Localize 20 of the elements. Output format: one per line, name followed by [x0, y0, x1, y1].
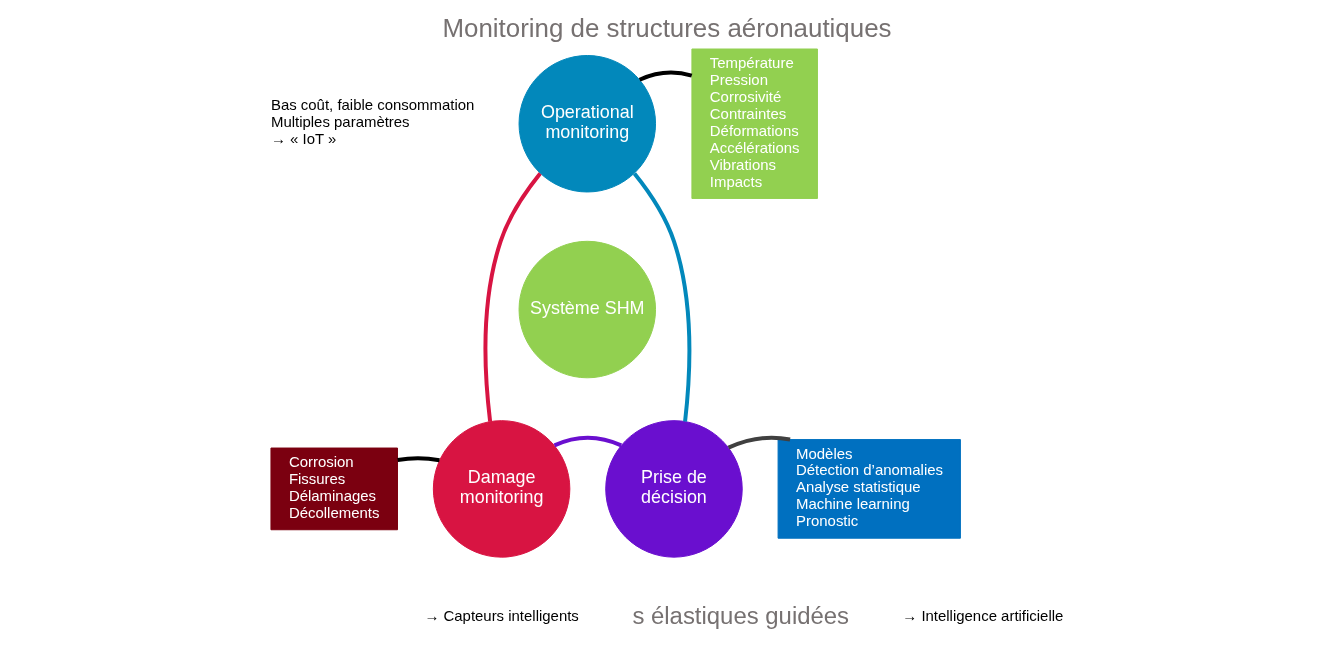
- node-circle: Système SHM: [518, 240, 657, 379]
- node-label: Bas coût, faible consommation: [270, 96, 475, 114]
- connector: [727, 435, 791, 450]
- node-box: Corrosion Fissures Délaminages Décollements: [270, 447, 398, 531]
- connector: [553, 435, 622, 448]
- diagram-title: Monitoring de structures aéronautiques: [442, 13, 892, 42]
- node-circle: Prise de décision: [605, 420, 743, 558]
- node-circle: Operational monitoring: [518, 55, 657, 193]
- label: s élastiques guidées: [632, 602, 850, 630]
- node-box: Température Pression Corrosivité Contraintes Déformations Accélérations Vibrations Impacts: [691, 48, 818, 199]
- node-label: → « IoT »: [270, 130, 337, 148]
- connector: [638, 70, 693, 82]
- node-box: Modèles Détection d’anomalies Analyse statistique Machine learning Pronostic: [777, 439, 961, 539]
- node-label: → Capteurs intelligents: [424, 607, 579, 625]
- connector: [397, 456, 440, 463]
- node-label: Multiples paramètres: [270, 113, 410, 131]
- connector: [483, 172, 542, 422]
- label: → Intelligence artificielle: [902, 607, 1064, 625]
- node-circle: Damage monitoring: [432, 420, 571, 558]
- connector: [632, 172, 692, 422]
